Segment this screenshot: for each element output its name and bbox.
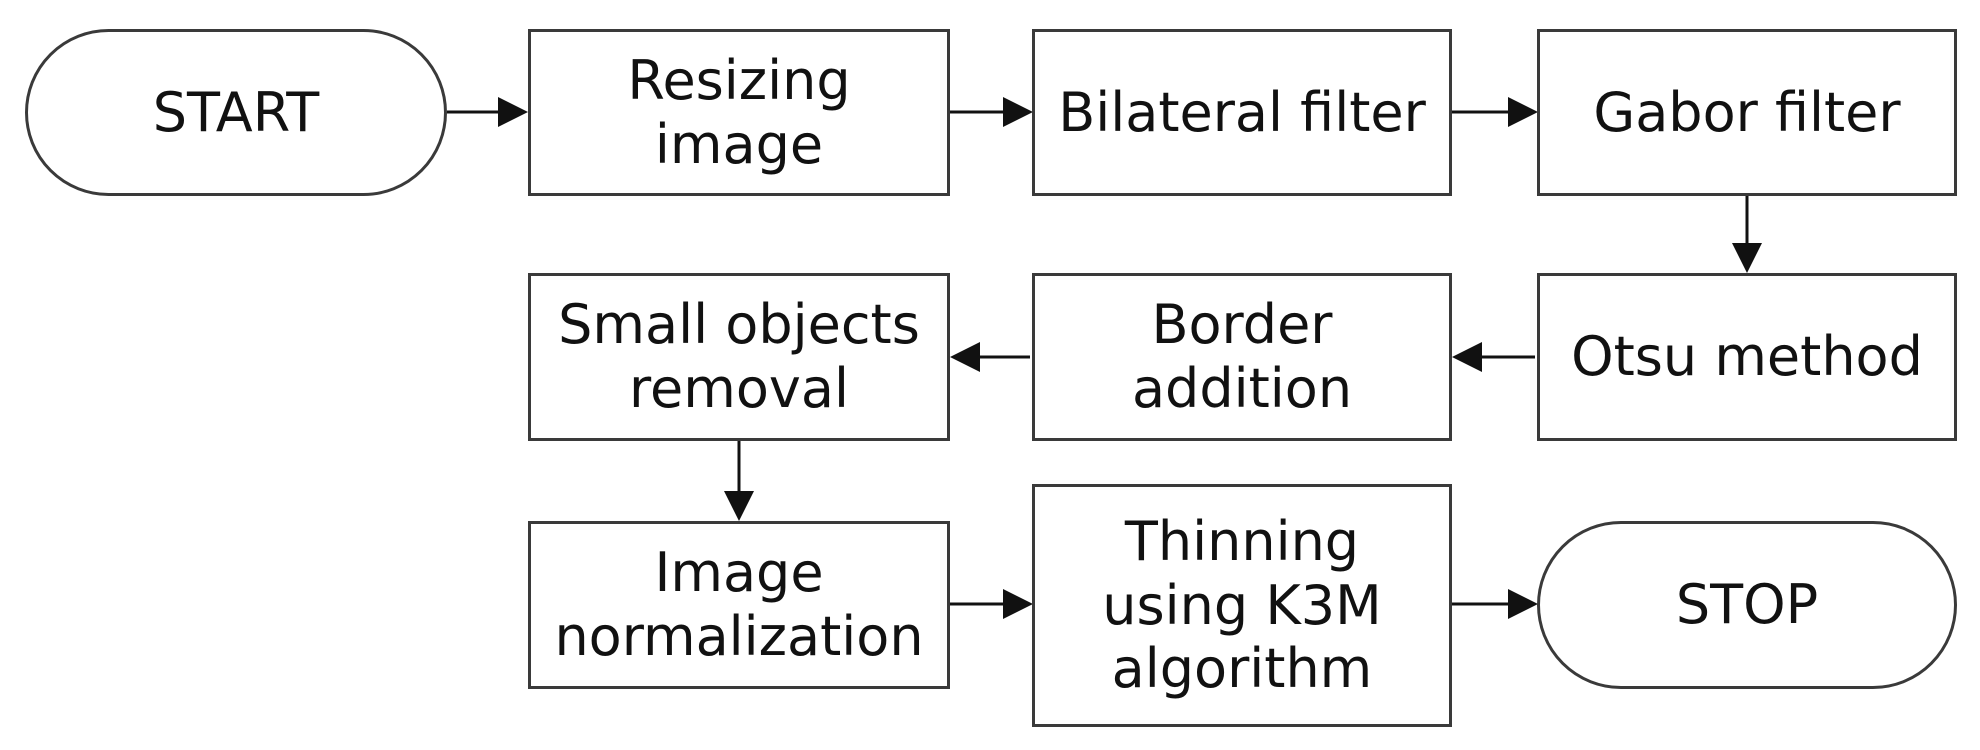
border-addition-step: Border addition: [1032, 273, 1452, 441]
stop-label: STOP: [1675, 573, 1819, 637]
image-normalization-label: Image normalization: [554, 541, 924, 668]
bilateral-filter-label: Bilateral filter: [1058, 80, 1426, 144]
gabor-filter-label: Gabor filter: [1593, 80, 1901, 144]
image-normalization-step: Image normalization: [528, 521, 950, 689]
thinning-k3m-step: Thinning using K3M algorithm: [1032, 484, 1452, 727]
resize-image-step: Resizing image: [528, 29, 950, 196]
small-objects-removal-step: Small objects removal: [528, 273, 950, 441]
border-addition-label: Border addition: [1131, 293, 1353, 420]
bilateral-filter-step: Bilateral filter: [1032, 29, 1452, 196]
thinning-k3m-label: Thinning using K3M algorithm: [1102, 509, 1382, 701]
small-objects-removal-label: Small objects removal: [558, 293, 920, 420]
otsu-method-step: Otsu method: [1537, 273, 1957, 441]
stop-terminal: STOP: [1537, 521, 1957, 689]
resize-image-label: Resizing image: [627, 48, 851, 176]
start-label: START: [152, 80, 320, 144]
gabor-filter-step: Gabor filter: [1537, 29, 1957, 196]
otsu-method-label: Otsu method: [1571, 325, 1923, 389]
start-terminal: START: [25, 29, 447, 196]
